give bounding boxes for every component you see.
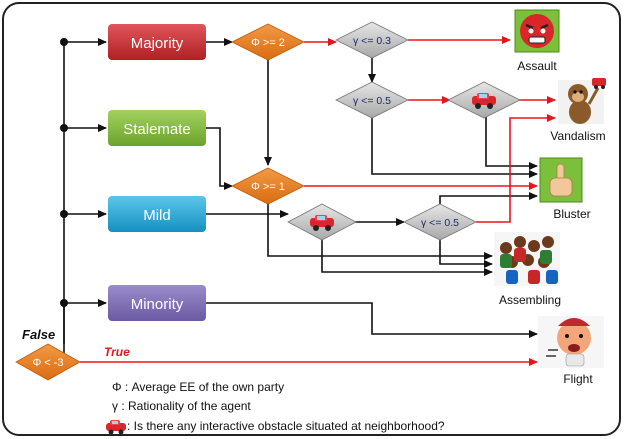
car-icon: [310, 215, 334, 231]
stalemate-label: Stalemate: [123, 121, 191, 138]
bluster-outcome: Bluster: [539, 157, 591, 221]
car-icon: [472, 93, 496, 109]
phi-lt-neg3-diamond: Φ < -3: [15, 343, 81, 381]
true-connectors: [80, 36, 556, 366]
gamma-le-05-top-diamond: γ <= 0.5: [335, 81, 409, 119]
gamma-le-05-bottom-label: γ <= 0.5: [421, 217, 459, 229]
assault-outcome: Assault: [514, 9, 560, 73]
gamma-le-05-top-label: γ <= 0.5: [353, 95, 391, 107]
legend-phi: Φ : Average EE of the own party: [112, 380, 284, 394]
flight-outcome: Flight: [538, 316, 604, 386]
false-branch-label: False: [22, 327, 55, 342]
phi-ge-1-label: Φ >= 1: [251, 181, 285, 193]
legend: Φ : Average EE of the own party γ : Rati…: [106, 380, 445, 435]
majority-label: Majority: [131, 35, 184, 52]
crowd-icon: [494, 232, 560, 286]
phi-lt-neg3-label: Φ < -3: [32, 357, 63, 369]
angry-face-icon: [514, 9, 560, 53]
minority-label: Minority: [131, 296, 184, 313]
mild-label: Mild: [143, 207, 171, 224]
assault-label: Assault: [517, 59, 557, 73]
gamma-le-03-label: γ <= 0.3: [353, 35, 391, 47]
phi-ge-2-label: Φ >= 2: [251, 37, 285, 49]
middle-finger-icon: [539, 157, 583, 203]
monkey-icon: [558, 78, 606, 124]
obstacle-diamond-mid: [287, 203, 357, 241]
gamma-le-05-bottom-diamond: γ <= 0.5: [403, 203, 477, 241]
majority-node: Majority: [108, 24, 206, 60]
assembling-outcome: Assembling: [494, 232, 561, 307]
mild-node: Mild: [108, 196, 206, 232]
gamma-le-03-diamond: γ <= 0.3: [335, 21, 409, 59]
stalemate-node: Stalemate: [108, 110, 206, 146]
obstacle-diamond-top: [447, 81, 521, 119]
crying-face-icon: [538, 316, 604, 368]
phi-ge-2-diamond: Φ >= 2: [231, 23, 305, 61]
junction-dots: [60, 38, 68, 307]
flight-label: Flight: [563, 372, 593, 386]
vandalism-outcome: Vandalism: [550, 78, 606, 143]
minority-node: Minority: [108, 285, 206, 321]
phi-ge-1-diamond: Φ >= 1: [231, 167, 305, 205]
true-branch-label: True: [104, 345, 130, 359]
connectors: [63, 38, 538, 362]
car-icon: [106, 420, 126, 435]
legend-gamma: γ : Rationality of the agent: [112, 399, 251, 413]
bluster-label: Bluster: [553, 207, 590, 221]
legend-obstacle: : Is there any interactive obstacle situ…: [127, 419, 445, 433]
assembling-label: Assembling: [499, 293, 561, 307]
vandalism-label: Vandalism: [550, 129, 605, 143]
